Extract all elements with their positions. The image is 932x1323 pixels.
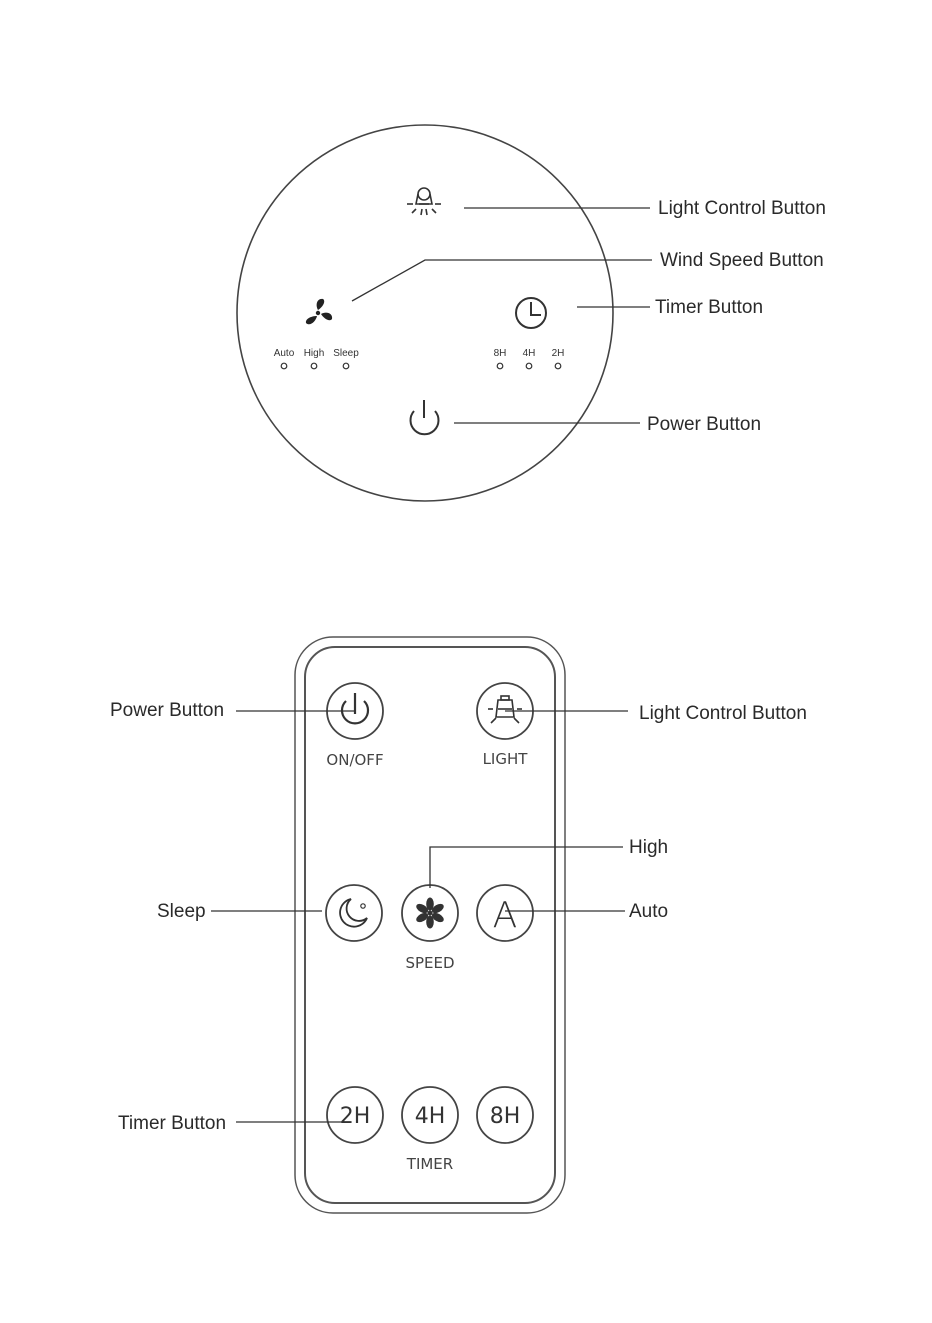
caption-light: LIGHT [483,750,529,768]
panel-callout-power: Power Button [647,414,761,435]
timer-2h-label: 2H [340,1104,371,1129]
panel-label-high: High [304,348,325,359]
remote-sleep-button[interactable] [326,885,382,941]
auto-glyph: A [493,895,518,936]
remote-callout-auto: Auto [629,901,668,922]
panel-label-auto: Auto [274,348,295,359]
remote-speed-button[interactable] [402,885,458,941]
panel-outline [237,125,613,501]
caption-onoff: ON/OFF [326,751,383,769]
remote-timer-4h-button[interactable]: 4H [402,1087,458,1143]
caption-timer: TIMER [406,1155,453,1173]
remote-callout-sleep: Sleep [157,901,206,922]
remote-control: ON/OFF LIGHT [110,637,807,1213]
caption-speed: SPEED [405,954,454,972]
remote-callout-power: Power Button [110,700,224,721]
panel-callout-light: Light Control Button [658,198,826,219]
control-panel: Auto High Sleep 8H 4H 2H Light Control B… [237,125,826,501]
timer-8h-label: 8H [490,1104,521,1129]
remote-callout-light: Light Control Button [639,703,807,724]
panel-callout-timer: Timer Button [655,297,763,318]
remote-timer-8h-button[interactable]: 8H [477,1087,533,1143]
timer-4h-label: 4H [415,1104,446,1129]
panel-label-8h: 8H [494,348,507,359]
panel-label-sleep: Sleep [333,348,359,359]
remote-callout-high: High [629,837,668,858]
panel-callout-wind: Wind Speed Button [660,250,824,271]
panel-label-2h: 2H [552,348,565,359]
panel-label-4h: 4H [523,348,536,359]
remote-auto-button[interactable]: A [477,885,533,941]
remote-callout-timer: Timer Button [118,1113,226,1134]
remote-timer-2h-button[interactable]: 2H [327,1087,383,1143]
